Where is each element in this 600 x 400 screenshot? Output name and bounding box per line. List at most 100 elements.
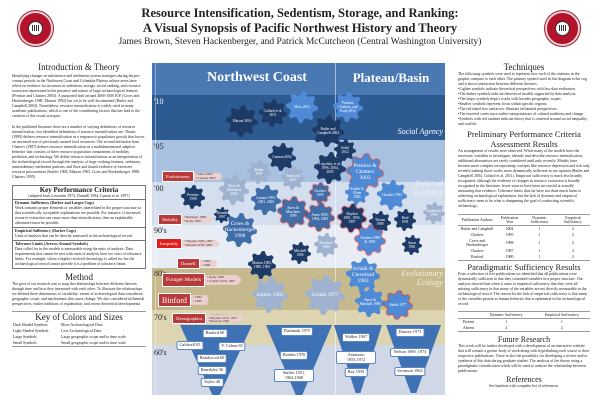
right-column: Techniques The following symbols were us… [458,62,590,389]
paradigmatic-text: From a selection of five publications we… [458,272,588,306]
influence-arrow: • Hassan 1978• Hayden 1972, 1975• Boseru… [206,312,244,324]
cog-icon: Mitchell 1984 [289,242,311,264]
influence-label: Dunnell [177,258,200,269]
method-text: The goal of our research was to map the … [12,282,145,306]
kpc-dynamic-sufficiency: Dynamic Sufficiency (Darker and Larger C… [13,199,145,227]
key-cell: Dark Shaded Symbols [13,323,48,327]
cog-label: Butler 1997 [247,160,271,184]
cog-icon: Butler 1997 [247,160,271,184]
influence-label: Forager Models [162,273,205,287]
technique-bullet: •Smaller symbols represent focus within … [458,102,548,106]
cog-icon: Burchard 2007 [281,166,305,190]
key-cell: Small Symbols [13,341,37,345]
tradition-box: Ray 1939 [344,368,368,377]
cog-icon: Ames & Marshall 1980 [355,287,385,317]
table-cell: 1988 [505,241,514,245]
key-cell: More Archaeological Data [61,323,103,327]
kpc-head: Tolerance Limits (Arrows Around Symbols) [15,242,88,246]
key-row: Light Shaded Symbols Less Archaeological … [12,328,146,334]
tradition-box: Beardsley 56 [197,366,227,375]
table-cell: 2 [572,255,574,259]
cog-label: Matson 2016 [226,105,258,137]
tradition-box: Braidwood 60 [196,354,228,363]
cog-label: Thoms 1989 [369,211,391,233]
cog-label: Sobel 2012 [334,139,356,161]
key-cell: Less Archaeological Data [61,329,102,333]
table-cell: 1995 [505,233,514,237]
cog-icon: Cannon 2002 [268,143,296,171]
intro-paragraph-1: Identifying changes in subsistence and s… [12,74,141,118]
poster-title-line1: Resource Intensification, Sedentism, Sto… [141,6,459,20]
cog-icon: Croes & Hackenberger 1988 [223,213,257,247]
poster-title-line2: A Visual Synopsis of Pacific Northwest H… [142,21,458,35]
kpc-title: Key Performance Criteria [39,186,119,194]
cog-label: Prentiss 1998 [181,185,205,209]
influence-ref: • 1980 [192,298,202,303]
cog-label: Schalk 1977 [305,275,345,315]
cog-label: Reid 1991 [394,209,416,231]
key-cell: Large Symbols [13,335,37,339]
key-cell: Light Shaded Symbols [13,329,49,333]
influence-label: Inequality [156,238,183,249]
cog-icon: Burchard 1998 [314,233,338,257]
influence-tag-demographics: Demographics• Hassan 1978• Hayden 1972, … [172,313,244,324]
influence-ref: • 1982 [192,295,202,300]
future-research-text: This work will be further developed with… [458,344,590,373]
cog-icon: Suttles 1983 [252,277,288,313]
cog-icon: Hayden 1981, 1995, 1997 [338,204,366,232]
kpc-text: Work contains proper elements or variabl… [15,206,142,225]
cog-icon: Schalk 1977 [305,275,345,315]
influence-ref: • Bender 1978, 1985 [184,242,213,247]
university-seal-left [18,11,53,46]
region-plateau-basin: Plateau/Basin [352,70,430,85]
ppc-text: An arrangement of results were observed.… [458,149,590,208]
table-cell: 1 [538,233,541,237]
cog-icon: Chatters 1989 & 1995 [355,225,385,255]
intro-title: Introduction & Theory [38,62,120,72]
cog-label: Mitchell 1984 [289,242,311,264]
influence-tag-inequality: Inequality• Hayden 1995, 1997• Bender 19… [156,238,220,249]
influence-ref: • Kelly 1995 [183,218,201,223]
influence-tag-mobility: Mobility• Bettinger 1999• Kelly 1995 [158,214,214,225]
left-gridline [155,63,156,395]
region-northwest-coast: Northwest Coast [207,70,307,85]
tradition-box: Binford 68 [202,329,228,338]
cog-icon: Andrefsky 1995 [423,202,445,224]
cog-label: Ames & Maschner 1999 [278,197,308,227]
cog-label: Ames 1981 [402,235,422,255]
influence-ref: • Ames 2002 [195,171,213,176]
kpc-text: Data called for in the models is measura… [15,247,142,266]
influence-ref: • Boserup 1965 [208,319,230,324]
technique-bullet: •Lighter symbols indicate theoretical pe… [458,87,576,91]
theme-social-agency: Social Agency [397,127,443,136]
technique-bullet: •The darker symbols indicate theoretical… [458,92,577,96]
cog-label: Chatters 1989 & 1995 [355,225,385,255]
intro-paragraph-2: In the published literature there are a … [12,125,145,179]
table-cell: 2004 [505,227,514,231]
table-header: Dynamic Sufficiency [522,214,556,226]
cog-label: Prentiss & Chatters 2003 [347,154,383,190]
influence-tag-forager-models: Forager Models• Kelly 1983• Jochim 1976,… [162,273,242,287]
cog-label: Lepofsky et al. 1996, 2004, 2005 [314,152,346,184]
key-performance-criteria-box: Key Performance Criteria (adapted from L… [12,185,146,269]
cog-icon: Ames 1985, 1994, 2003 [306,203,334,231]
influence-arrow: • 1982• 1980 [190,295,209,305]
cog-icon: Reid 1991 [394,209,416,231]
theme-evolutionary-ecology: Evolutionary Ecology [401,269,443,287]
cog-icon: Lepofsky et al. 1996, 2004, 2005 [314,152,346,184]
table-cell: 1 [538,249,541,253]
theme-political-economy: Political Economy [413,179,443,197]
table-cell: Chatters [470,233,484,237]
poster-authors: James Brown, Steven Hackenberger, and Pa… [118,37,482,47]
kpc-tolerance-limits: Tolerance Limits (Arrows Around Symbols)… [13,240,145,268]
table-cell: 1987 [505,249,514,253]
influence-ref: • Cannon 2002 [195,175,216,180]
influence-ref: • Hassan 1978 [208,312,228,317]
technique-bullet: •The red tinted box and arrow illustrate… [458,107,558,111]
table-cell: 1 [560,320,563,324]
